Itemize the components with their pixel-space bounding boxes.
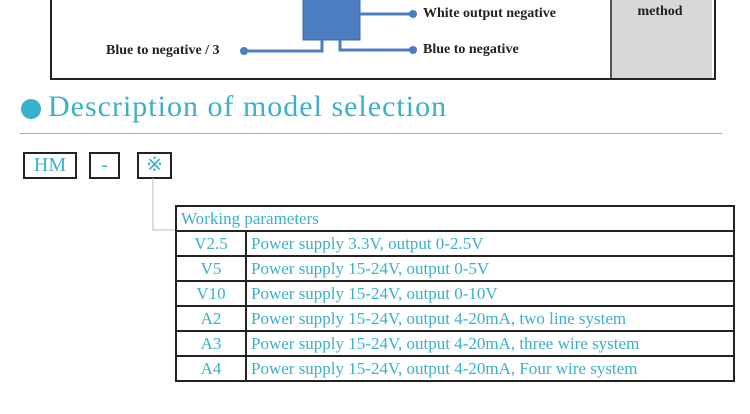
label-blue-negative: Blue to negative [423,42,519,57]
row-desc: Power supply 15-24V, output 4-20mA, thre… [245,330,735,357]
connector-line [152,178,175,231]
row-code: A3 [175,330,247,357]
bullet-icon [21,99,41,119]
row-code: A4 [175,355,247,382]
row-code: V2.5 [175,230,247,257]
row-desc: Power supply 15-24V, output 4-20mA, Four… [245,355,735,382]
row-desc: Power supply 3.3V, output 0-2.5V [245,230,735,257]
row-code: A2 [175,305,247,332]
wiring-diagram-frame [50,0,716,80]
row-desc: Power supply 15-24V, output 4-20mA, two … [245,305,735,332]
wiring-diagram [240,0,417,55]
label-white-output: White output negative [423,6,556,21]
row-desc: Power supply 15-24V, output 0-5V [245,255,735,282]
row-desc: Power supply 15-24V, output 0-10V [245,280,735,307]
table-header: Working parameters [175,205,735,232]
wire-blue-left [245,40,324,53]
method-column [610,0,712,78]
code-dash: - [89,152,120,179]
sensor-box [302,0,361,41]
table-header-cell: Working parameters [175,205,735,232]
row-code: V10 [175,280,247,307]
terminal-dot [409,46,417,54]
terminal-dot [240,47,248,55]
section-title: Description of model selection [48,90,448,123]
row-code: V5 [175,255,247,282]
code-prefix: HM [23,152,77,179]
terminal-dot [409,10,417,18]
method-label: method [637,4,683,19]
label-blue-negative-3: Blue to negative / 3 [106,43,220,58]
divider [20,133,722,134]
wire-blue-right [338,40,412,52]
code-param: ※ [137,152,172,179]
